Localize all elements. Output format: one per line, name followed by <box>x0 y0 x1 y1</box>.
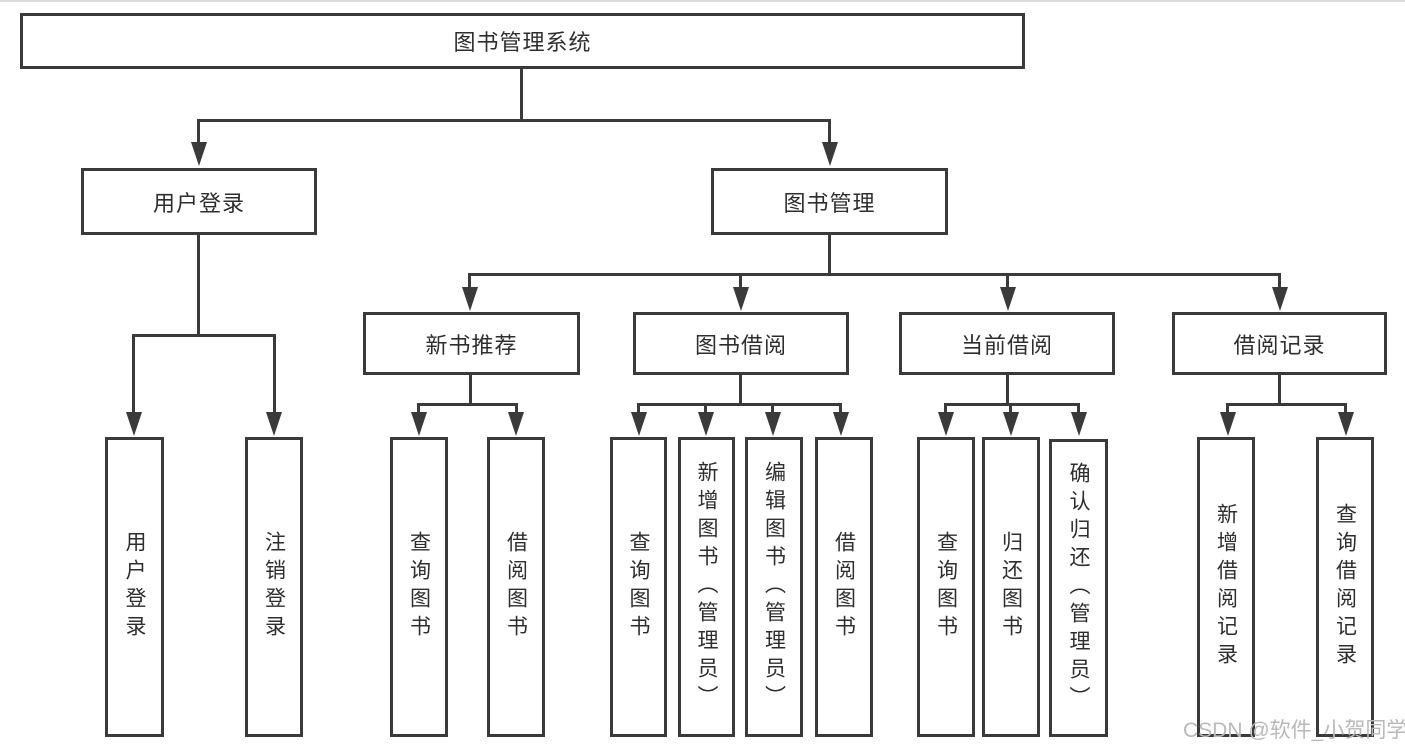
connector-vline <box>1006 273 1009 291</box>
connector-vline <box>417 403 420 419</box>
connector-vline <box>1344 403 1347 419</box>
leaf-query-books: 查询图书 <box>610 437 667 737</box>
page-top-border <box>0 0 1405 2</box>
leaf-add-books-admin: 新增图书（管理员） <box>678 437 735 737</box>
connector-vline <box>197 119 200 151</box>
connector-vline <box>132 334 135 419</box>
connector-vline <box>1009 403 1012 419</box>
connector-hline <box>417 403 518 406</box>
leaf-query-borrow-record: 查询借阅记录 <box>1316 437 1374 737</box>
connector-vline <box>468 273 471 291</box>
node-borrowing-records: 借阅记录 <box>1172 312 1387 375</box>
connector-vline <box>520 68 523 121</box>
arrow-down-icon <box>191 142 207 166</box>
leaf-return-books: 归还图书 <box>982 437 1040 737</box>
node-new-book-recommendation: 新书推荐 <box>363 312 580 375</box>
csdn-watermark: CSDN @软件_小贺同学 <box>1183 719 1405 742</box>
arrow-down-icon <box>1000 287 1016 311</box>
arrow-down-icon <box>938 412 954 436</box>
connector-vline <box>771 403 774 419</box>
leaf-add-borrow-record: 新增借阅记录 <box>1197 437 1255 737</box>
connector-vline <box>1278 273 1281 291</box>
arrow-down-icon <box>1272 287 1288 311</box>
connector-vline <box>1278 375 1281 406</box>
leaf-borrow-books: 借阅图书 <box>815 437 873 737</box>
connector-hline <box>468 273 1281 276</box>
node-book-borrowing: 图书借阅 <box>633 312 849 375</box>
node-book-management: 图书管理 <box>711 168 948 235</box>
leaf-user-login: 用户登录 <box>105 437 164 737</box>
connector-hline <box>944 403 1080 406</box>
connector-vline <box>515 403 518 419</box>
arrow-down-icon <box>631 412 647 436</box>
connector-hline <box>197 119 831 122</box>
leaf-query-books: 查询图书 <box>917 437 975 737</box>
arrow-down-icon <box>765 412 781 436</box>
node-user-login: 用户登录 <box>81 168 317 235</box>
leaf-logout: 注销登录 <box>245 437 303 737</box>
arrow-down-icon <box>698 412 714 436</box>
arrow-down-icon <box>733 287 749 311</box>
connector-hline <box>1226 403 1347 406</box>
leaf-query-books: 查询图书 <box>390 437 448 737</box>
connector-vline <box>739 273 742 291</box>
arrow-down-icon <box>126 412 142 436</box>
leaf-confirm-return-admin: 确认归还（管理员） <box>1049 439 1108 737</box>
arrow-down-icon <box>411 412 427 436</box>
connector-vline <box>739 375 742 406</box>
arrow-down-icon <box>462 287 478 311</box>
connector-vline <box>637 403 640 419</box>
connector-hline <box>132 334 276 337</box>
arrow-down-icon <box>1071 412 1087 436</box>
arrow-down-icon <box>822 142 838 166</box>
connector-vline <box>1006 375 1009 406</box>
connector-vline <box>704 403 707 419</box>
arrow-down-icon <box>508 412 524 436</box>
connector-vline <box>197 235 200 337</box>
node-current-borrowing: 当前借阅 <box>899 312 1115 375</box>
connector-hline <box>637 403 842 406</box>
arrow-down-icon <box>266 412 282 436</box>
arrow-down-icon <box>833 412 849 436</box>
leaf-edit-books-admin: 编辑图书（管理员） <box>745 437 803 737</box>
leaf-borrow-books: 借阅图书 <box>487 437 545 737</box>
arrow-down-icon <box>1220 412 1236 436</box>
connector-vline <box>944 403 947 419</box>
arrow-down-icon <box>1338 412 1354 436</box>
connector-vline <box>828 119 831 151</box>
node-library-management-system: 图书管理系统 <box>20 13 1025 69</box>
connector-vline <box>273 334 276 419</box>
connector-vline <box>1077 403 1080 419</box>
connector-vline <box>469 375 472 406</box>
connector-vline <box>828 235 831 276</box>
connector-vline <box>1226 403 1229 419</box>
connector-vline <box>839 403 842 419</box>
arrow-down-icon <box>1003 412 1019 436</box>
